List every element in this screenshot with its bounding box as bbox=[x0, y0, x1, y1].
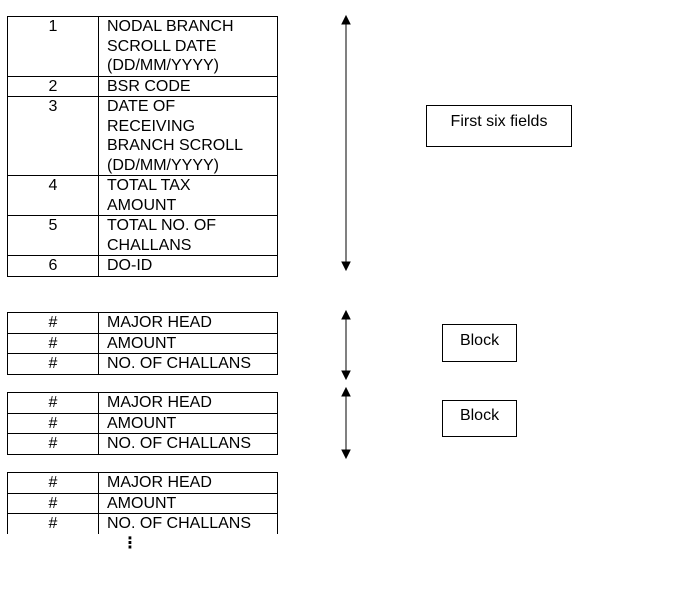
first-six-fields-table: 1 NODAL BRANCH SCROLL DATE (DD/MM/YYYY) … bbox=[7, 16, 278, 277]
first-six-span-arrow bbox=[341, 14, 351, 272]
field-label: NO. OF CHALLANS bbox=[98, 353, 278, 375]
table-row: 1 NODAL BRANCH SCROLL DATE (DD/MM/YYYY) bbox=[7, 16, 278, 77]
table-row: # MAJOR HEAD bbox=[7, 472, 278, 494]
table-row: # AMOUNT bbox=[7, 332, 278, 354]
block-table-2: # MAJOR HEAD # AMOUNT # NO. OF CHALLANS bbox=[7, 392, 278, 455]
field-label: NODAL BRANCH SCROLL DATE (DD/MM/YYYY) bbox=[98, 16, 278, 77]
table-row: # AMOUNT bbox=[7, 492, 278, 514]
field-number: 6 bbox=[7, 255, 99, 277]
field-label: DATE OF RECEIVING BRANCH SCROLL (DD/MM/Y… bbox=[98, 96, 278, 176]
table-row: # NO. OF CHALLANS bbox=[7, 433, 278, 455]
first-six-fields-caption: First six fields bbox=[426, 105, 572, 147]
table-row: # MAJOR HEAD bbox=[7, 392, 278, 414]
block-table-1: # MAJOR HEAD # AMOUNT # NO. OF CHALLANS bbox=[7, 312, 278, 375]
field-label: TOTAL TAX AMOUNT bbox=[98, 175, 278, 216]
continuation-dots: ⋮ bbox=[122, 535, 138, 552]
field-number: 3 bbox=[7, 96, 99, 176]
table-row: 5 TOTAL NO. OF CHALLANS bbox=[7, 215, 278, 256]
block-1-span-arrow bbox=[341, 309, 351, 381]
table-row: # NO. OF CHALLANS bbox=[7, 353, 278, 375]
table-row: # MAJOR HEAD bbox=[7, 312, 278, 334]
block-table-3: # MAJOR HEAD # AMOUNT # NO. OF CHALLANS bbox=[7, 472, 278, 534]
block-caption-2: Block bbox=[442, 400, 517, 437]
table-row: 3 DATE OF RECEIVING BRANCH SCROLL (DD/MM… bbox=[7, 96, 278, 176]
field-number: # bbox=[7, 433, 99, 455]
field-label: TOTAL NO. OF CHALLANS bbox=[98, 215, 278, 256]
field-label: MAJOR HEAD bbox=[98, 392, 278, 414]
field-label: MAJOR HEAD bbox=[98, 312, 278, 334]
field-label: NO. OF CHALLANS bbox=[98, 513, 278, 534]
field-number: # bbox=[7, 353, 99, 375]
block-caption-1: Block bbox=[442, 324, 517, 362]
table-row: 6 DO-ID bbox=[7, 255, 278, 277]
field-number: 1 bbox=[7, 16, 99, 77]
block-2-span-arrow bbox=[341, 386, 351, 460]
field-number: 5 bbox=[7, 215, 99, 256]
table-row: # NO. OF CHALLANS bbox=[7, 513, 278, 534]
field-label: DO-ID bbox=[98, 255, 278, 277]
field-label: NO. OF CHALLANS bbox=[98, 433, 278, 455]
field-label: AMOUNT bbox=[98, 492, 278, 514]
